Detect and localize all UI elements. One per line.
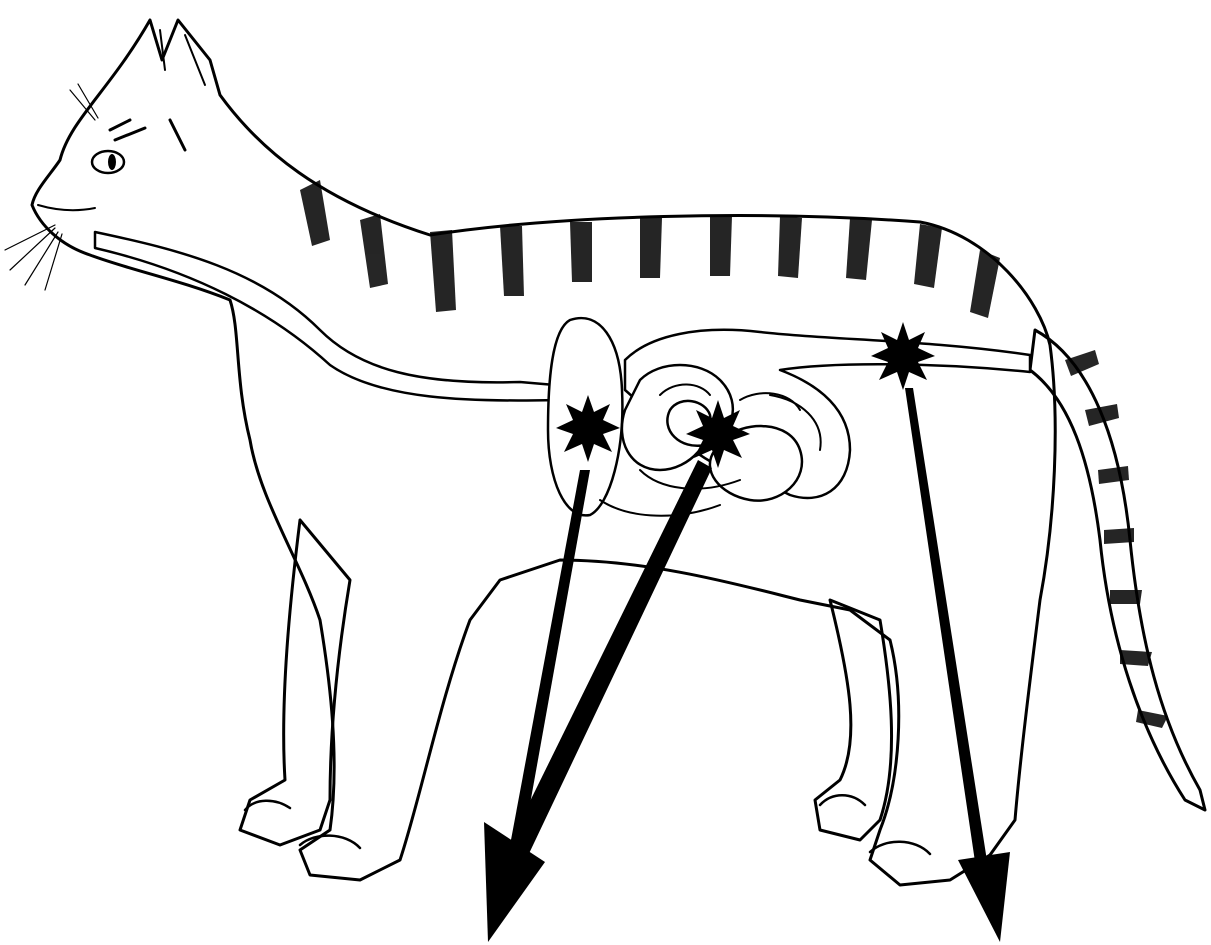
pain-burst-colon [871, 322, 935, 390]
arrow-small-intestine [505, 460, 712, 862]
esophagus [95, 232, 556, 401]
arrow-colon [905, 388, 1010, 942]
arrow-stomach [484, 470, 590, 942]
